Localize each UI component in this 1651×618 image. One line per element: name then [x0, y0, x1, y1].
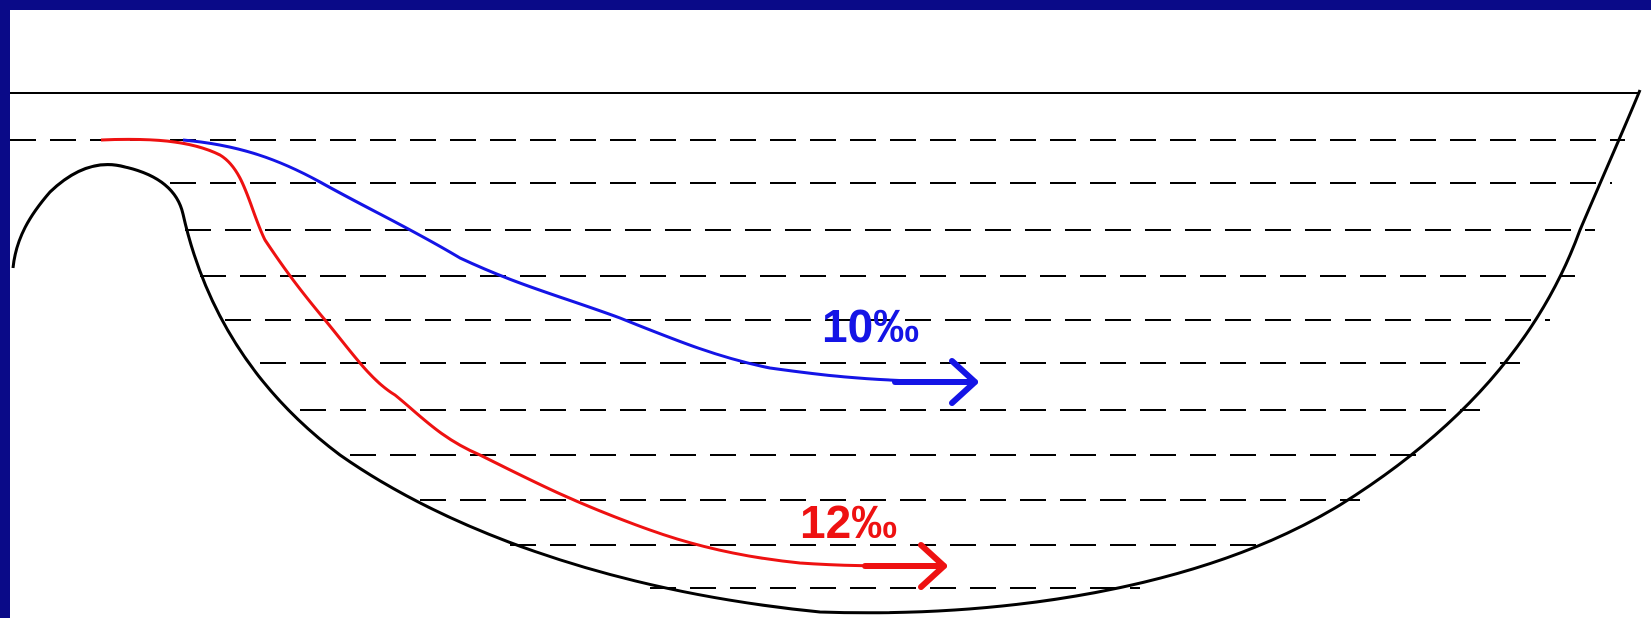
arrowhead-low-salinity: [892, 358, 978, 406]
label-high-salinity: 12‰: [800, 496, 897, 548]
diagram-canvas: [10, 10, 1651, 618]
current-path-high-salinity: [100, 137, 926, 568]
arrowhead-high-salinity: [862, 542, 947, 590]
basin-outline: [11, 89, 1642, 615]
label-low-salinity: 10‰: [822, 300, 919, 352]
current-path-low-salinity: [182, 138, 946, 384]
stratification-lines: [10, 139, 1625, 589]
